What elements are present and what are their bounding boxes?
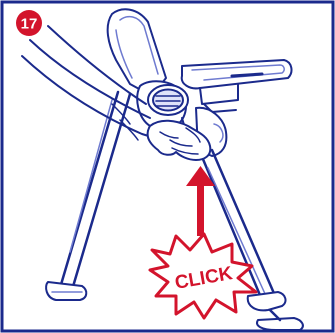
step-number: 17 [21, 16, 38, 33]
step-badge: 17 [16, 10, 42, 36]
